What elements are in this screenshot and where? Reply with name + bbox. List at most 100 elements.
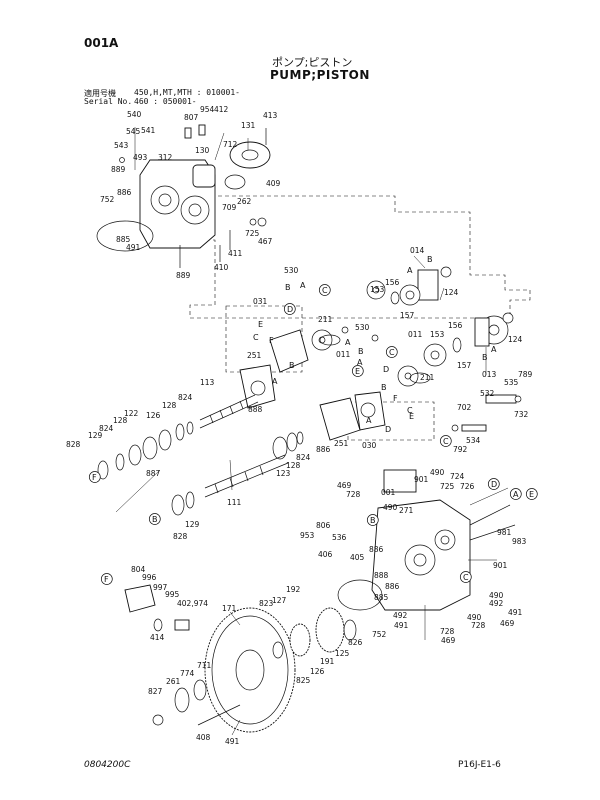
callout-014: 014 xyxy=(410,246,425,255)
ref-letter-a: A xyxy=(491,345,497,354)
ref-letter-d: D xyxy=(383,365,389,374)
callout-128: 128 xyxy=(113,416,128,425)
callout-157: 157 xyxy=(400,311,415,320)
callout-251: 251 xyxy=(247,351,262,360)
ref-letter-d: D xyxy=(491,480,497,489)
callout-490: 490 xyxy=(467,613,482,622)
callout-408: 408 xyxy=(196,733,211,742)
ref-letter-b: B xyxy=(152,515,158,524)
callout-828: 828 xyxy=(173,532,188,541)
callout-901: 901 xyxy=(414,475,429,484)
callout-825: 825 xyxy=(296,676,311,685)
callout-709: 709 xyxy=(222,203,237,212)
callout-792: 792 xyxy=(453,445,468,454)
callout-011: 011 xyxy=(408,330,423,339)
callout-492: 492 xyxy=(489,599,504,608)
callout-413: 413 xyxy=(263,111,278,120)
assembly-boundary xyxy=(189,195,531,319)
callout-013: 013 xyxy=(482,370,497,379)
callout-128: 128 xyxy=(286,461,301,470)
callout-490: 490 xyxy=(383,503,398,512)
callout-493: 493 xyxy=(133,153,148,162)
callout-888: 888 xyxy=(248,405,263,414)
callout-124: 124 xyxy=(444,288,459,297)
callout-732: 732 xyxy=(514,410,529,419)
callout-153: 153 xyxy=(370,285,385,294)
ref-letter-d: D xyxy=(385,425,391,434)
callout-535: 535 xyxy=(504,378,519,387)
ref-letter-b: B xyxy=(381,383,387,392)
callout-490: 490 xyxy=(430,468,445,477)
callout-030: 030 xyxy=(362,441,377,450)
callout-530: 530 xyxy=(284,266,299,275)
callout-534: 534 xyxy=(466,436,481,445)
callout-011: 011 xyxy=(336,350,351,359)
callout-886: 886 xyxy=(117,188,132,197)
ref-letter-e: E xyxy=(409,412,414,421)
ref-letter-circle xyxy=(509,488,522,500)
applicability-value-1: 450,H,MT,MTH : 010001- xyxy=(134,88,240,97)
callout-702: 702 xyxy=(457,403,472,412)
ref-letter-circle xyxy=(318,284,331,296)
ref-letter-d: D xyxy=(287,305,293,314)
callout-130: 130 xyxy=(195,146,210,155)
callout-412: 412 xyxy=(214,105,229,114)
callout-469: 469 xyxy=(337,481,352,490)
callout-886: 886 xyxy=(369,545,384,554)
ref-letter-b: B xyxy=(482,353,488,362)
ref-letter-a: A xyxy=(513,490,519,499)
callout-031: 031 xyxy=(253,297,268,306)
callout-122: 122 xyxy=(124,409,139,418)
callout-728: 728 xyxy=(440,627,455,636)
servo-piston-parts xyxy=(239,326,522,441)
callout-889: 889 xyxy=(176,271,191,280)
ref-letter-circle xyxy=(385,346,398,358)
callout-191: 191 xyxy=(320,657,335,666)
ref-letter-b: B xyxy=(427,255,433,264)
callout-211: 211 xyxy=(318,315,333,324)
callout-824: 824 xyxy=(296,453,311,462)
gear-171 xyxy=(204,607,296,733)
ref-letter-b: B xyxy=(289,361,295,370)
page-reference: P16J-E1-6 xyxy=(458,760,501,770)
ref-letter-c: C xyxy=(322,286,328,295)
ref-letter-circle xyxy=(366,514,379,526)
callout-724: 724 xyxy=(450,472,465,481)
callout-124: 124 xyxy=(508,335,523,344)
callout-725: 725 xyxy=(440,482,455,491)
callout-532: 532 xyxy=(480,389,495,398)
callout-491: 491 xyxy=(508,608,523,617)
callout-828: 828 xyxy=(66,440,81,449)
callout-467: 467 xyxy=(258,237,273,246)
callout-530: 530 xyxy=(355,323,370,332)
callout-885: 885 xyxy=(116,235,131,244)
callout-491: 491 xyxy=(126,243,141,252)
callout-726: 726 xyxy=(460,482,475,491)
callout-827: 827 xyxy=(148,687,163,696)
callout-111: 111 xyxy=(227,498,242,507)
callout-983: 983 xyxy=(512,537,527,546)
ref-letter-circle xyxy=(88,471,101,483)
ref-letter-b: B xyxy=(285,283,291,292)
callout-886: 886 xyxy=(385,582,400,591)
callout-885: 885 xyxy=(374,593,389,602)
ref-letter-e: E xyxy=(529,490,534,499)
page-code: 001A xyxy=(84,36,119,50)
ref-letter-a: A xyxy=(357,358,363,367)
callout-271: 271 xyxy=(399,506,414,515)
ref-letter-circle xyxy=(351,365,364,377)
ref-letter-f: F xyxy=(393,394,398,403)
callout-123: 123 xyxy=(276,469,291,478)
ref-letter-c: C xyxy=(389,348,395,357)
drive-shaft-113 xyxy=(199,394,259,429)
callout-192: 192 xyxy=(286,585,301,594)
callout-824: 824 xyxy=(178,393,193,402)
ref-letter-f: F xyxy=(92,473,97,482)
callout-405: 405 xyxy=(350,553,365,562)
ref-letter-c: C xyxy=(443,437,449,446)
callout-711: 711 xyxy=(197,661,212,670)
ref-letter-circle xyxy=(148,513,161,525)
